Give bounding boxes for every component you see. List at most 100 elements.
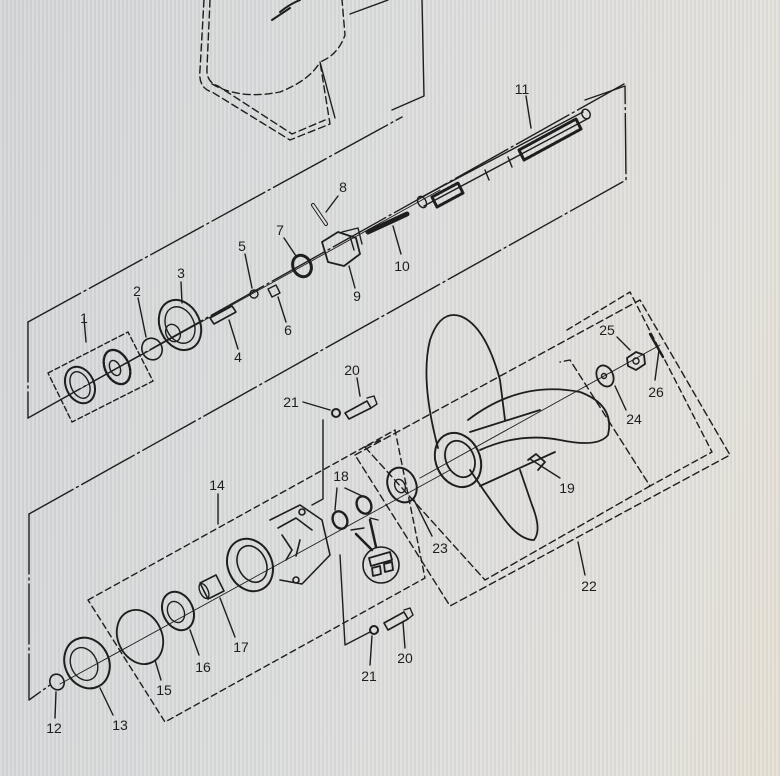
dog-clutch-icon bbox=[321, 231, 361, 267]
bearing-cone-bore bbox=[108, 359, 122, 377]
callout-24: 24 bbox=[626, 411, 642, 427]
leader-1 bbox=[83, 317, 87, 343]
housing-bracket bbox=[391, 0, 425, 111]
propeller-icon bbox=[425, 314, 610, 541]
lower-axis bbox=[59, 469, 451, 685]
callout-25: 25 bbox=[599, 322, 615, 338]
callout-13: 13 bbox=[112, 717, 128, 733]
washer-bottom-icon bbox=[369, 625, 379, 635]
bearing-cone-icon bbox=[102, 348, 132, 386]
callout-10: 10 bbox=[394, 258, 410, 274]
leader-24 bbox=[614, 385, 627, 411]
housing-edge bbox=[349, 0, 389, 15]
bolt-top-icon bbox=[344, 400, 372, 420]
callout-3: 3 bbox=[177, 265, 185, 281]
callout-5: 5 bbox=[238, 238, 246, 254]
ball-icon bbox=[249, 289, 259, 299]
leader-19 bbox=[529, 458, 561, 479]
bearing-cup-icon bbox=[63, 365, 97, 405]
leader-6 bbox=[277, 296, 287, 323]
o-ring-icon bbox=[115, 609, 165, 665]
leader-5 bbox=[244, 253, 253, 289]
callout-23: 23 bbox=[432, 540, 448, 556]
callout-7: 7 bbox=[276, 222, 284, 238]
leader-7 bbox=[283, 237, 297, 257]
callout-22: 22 bbox=[581, 578, 597, 594]
callout-9: 9 bbox=[353, 288, 361, 304]
seal-orientation-detail-icon bbox=[362, 546, 400, 584]
cross-pin-fill bbox=[312, 204, 327, 225]
leader-9 bbox=[348, 265, 356, 289]
seal-detail-glyph bbox=[368, 551, 394, 577]
leader-21-top bbox=[302, 401, 331, 411]
bolt-bottom-icon bbox=[383, 611, 409, 631]
dog-clutch-detail bbox=[341, 227, 363, 251]
callout-26: 26 bbox=[648, 384, 664, 400]
callout-21-bottom: 21 bbox=[361, 668, 377, 684]
needle-bearing-end bbox=[198, 582, 210, 600]
callout-6: 6 bbox=[284, 322, 292, 338]
nut-group-box bbox=[566, 291, 713, 487]
seal-bracket bbox=[350, 517, 379, 531]
leader-20-bottom bbox=[402, 621, 406, 649]
spring-icon bbox=[365, 211, 410, 235]
callout-8: 8 bbox=[339, 179, 347, 195]
prop-washer-bore bbox=[600, 372, 608, 380]
callout-18: 18 bbox=[333, 468, 349, 484]
callout-1: 1 bbox=[80, 310, 88, 326]
prop-washer-icon bbox=[595, 364, 615, 388]
bolt-path-line-lower bbox=[339, 554, 371, 646]
leader-21-bottom bbox=[369, 635, 373, 666]
leader-13 bbox=[99, 687, 114, 716]
ball-bearing-bore bbox=[166, 600, 186, 624]
leader-3 bbox=[180, 281, 183, 304]
thrust-hub-icon bbox=[386, 466, 418, 504]
callout-2: 2 bbox=[133, 283, 141, 299]
leader-4 bbox=[228, 319, 239, 350]
oil-seal-1-icon bbox=[331, 510, 349, 530]
callout-11: 11 bbox=[514, 81, 530, 97]
reverse-gear-face bbox=[164, 306, 196, 344]
callout-19: 19 bbox=[559, 480, 575, 496]
bolt-top-head bbox=[366, 395, 378, 409]
leader-20-top bbox=[356, 377, 361, 397]
propeller-shaft-icon bbox=[416, 108, 591, 209]
housing-mark bbox=[271, 0, 301, 21]
part-1-box bbox=[47, 331, 154, 423]
leader-15 bbox=[154, 659, 162, 681]
callout-16: 16 bbox=[195, 659, 211, 675]
callout-14: 14 bbox=[209, 477, 225, 493]
callout-17: 17 bbox=[233, 639, 249, 655]
housing-leader bbox=[319, 61, 336, 119]
leader-8 bbox=[325, 195, 339, 213]
leader-10 bbox=[392, 225, 402, 255]
retainer-icon bbox=[63, 636, 111, 690]
gearcase-housing-outline bbox=[199, 0, 346, 141]
retainer-inner bbox=[69, 646, 99, 682]
bearing-cup-inner bbox=[69, 371, 91, 399]
shift-plunger-icon bbox=[209, 305, 237, 325]
leader-25 bbox=[616, 336, 631, 351]
cotter-pin-icon bbox=[648, 332, 665, 359]
bolt-bottom-head bbox=[403, 607, 414, 620]
seal-detail-arrow bbox=[354, 518, 378, 552]
shim-icon bbox=[141, 337, 163, 361]
prop-nut-bore bbox=[632, 357, 640, 365]
leader-11 bbox=[525, 95, 532, 129]
detent-pin-icon bbox=[267, 284, 281, 298]
callout-20-top: 20 bbox=[344, 362, 360, 378]
callout-12: 12 bbox=[46, 720, 62, 736]
bolt-path-line bbox=[311, 419, 324, 506]
shaft-group-bracket-right bbox=[28, 85, 627, 515]
clutch-spring-ring-icon bbox=[291, 253, 313, 279]
reverse-gear-hub bbox=[164, 323, 182, 343]
leader-26 bbox=[654, 349, 660, 381]
leader-16 bbox=[189, 629, 200, 656]
bearing-carrier-box bbox=[87, 429, 426, 723]
callout-21-top: 21 bbox=[283, 394, 299, 410]
leader-18 bbox=[334, 487, 363, 511]
leader-17 bbox=[219, 597, 236, 638]
needle-bearing-icon bbox=[199, 574, 225, 600]
